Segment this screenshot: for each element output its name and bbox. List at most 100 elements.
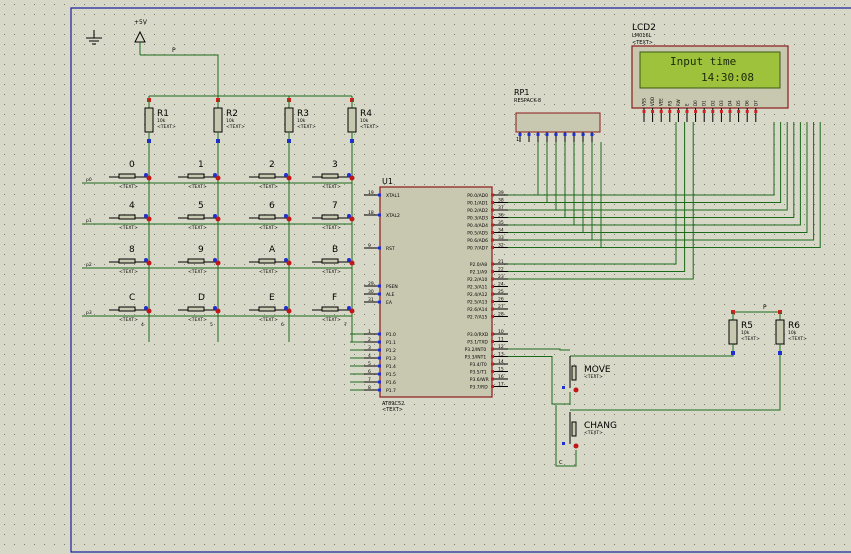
- keypad-key-0[interactable]: 0<TEXT>: [109, 160, 152, 190]
- button-chang[interactable]: CHANG<TEXT>: [562, 412, 617, 449]
- keypad-key-D[interactable]: D<TEXT>: [178, 293, 221, 323]
- mcu-u1[interactable]: U1 AT89C52 <TEXT> 19XTAL118XTAL29RST29PS…: [350, 177, 508, 413]
- lcd-pin-label: D2: [710, 100, 715, 106]
- u1-pin-P1.4[interactable]: 5P1.4: [350, 361, 396, 370]
- lcd-pin-D4[interactable]: D4: [728, 100, 733, 122]
- keypad-key-3[interactable]: 3<TEXT>: [312, 160, 355, 190]
- lcd-pin-VSS[interactable]: VSS: [642, 98, 647, 122]
- u1-pin-P1.6[interactable]: 7P1.6: [350, 377, 396, 386]
- lcd-pin-D5[interactable]: D5: [736, 100, 741, 122]
- lcd-display[interactable]: LCD2 LM016L <TEXT> Input time 14:30:08 V…: [631, 23, 789, 122]
- ground-terminal[interactable]: [86, 30, 102, 45]
- u1-pin-P1.5[interactable]: 6P1.5: [350, 369, 396, 378]
- keypad-key-2[interactable]: 2<TEXT>: [249, 160, 292, 190]
- keypad-key-6[interactable]: 6<TEXT>: [249, 201, 292, 231]
- u1-pin-number: 34: [498, 228, 504, 234]
- keypad-key-8[interactable]: 8<TEXT>: [109, 245, 152, 275]
- u1-pin-name: P1.3: [386, 356, 396, 362]
- keypad-key-C[interactable]: C<TEXT>: [109, 293, 152, 323]
- keypad-key-7[interactable]: 7<TEXT>: [312, 201, 355, 231]
- resistor-pack-rp1[interactable]: RP1 RESPACK-8 1: [514, 88, 601, 143]
- keypad-key-5[interactable]: 5<TEXT>: [178, 201, 221, 231]
- keypad-key-E[interactable]: E<TEXT>: [249, 293, 292, 323]
- lcd-pin-D6[interactable]: D6: [745, 100, 750, 122]
- button-move[interactable]: MOVE<TEXT>: [562, 356, 611, 393]
- lcd-pin-D1[interactable]: D1: [702, 100, 707, 122]
- u1-pin-P1.0[interactable]: 1P1.0: [350, 329, 396, 338]
- lcd-pin-D2[interactable]: D2: [710, 100, 715, 122]
- u1-pin-P1.3[interactable]: 4P1.3: [350, 353, 396, 362]
- u1-pin-number: 14: [498, 359, 504, 365]
- keypad-key-4[interactable]: 4<TEXT>: [109, 201, 152, 231]
- u1-pin-name: P0.2/AD2: [467, 208, 488, 214]
- vcc-terminal[interactable]: +5V: [134, 19, 148, 55]
- column-label: 5: [210, 322, 213, 328]
- net-label-c: C: [559, 460, 563, 466]
- resistor-r4-tag: <TEXT>: [360, 124, 379, 130]
- resistor-r2-ref: R2: [226, 109, 238, 119]
- u1-pin-P1.2[interactable]: 3P1.2: [350, 345, 396, 354]
- lcd-pin-VDD[interactable]: VDD: [650, 97, 655, 122]
- u1-pin-name: P0.0/AD0: [467, 193, 488, 199]
- lcd-pin-D3[interactable]: D3: [719, 100, 724, 122]
- keypad-key-tag: <TEXT>: [322, 225, 341, 231]
- lcd-pin-RW[interactable]: RW: [676, 99, 681, 122]
- lcd-pin-VEE[interactable]: VEE: [659, 98, 664, 122]
- u1-pin-name: P3.3/INT1: [465, 355, 487, 361]
- lcd-pin-D7[interactable]: D7: [753, 100, 758, 122]
- keypad-key-A[interactable]: A<TEXT>: [249, 245, 292, 275]
- u1-pin-number: 37: [498, 205, 504, 211]
- u1-pin-P1.7[interactable]: 8P1.7: [350, 385, 396, 394]
- keypad-key-1[interactable]: 1<TEXT>: [178, 160, 221, 190]
- keypad-key-F[interactable]: F<TEXT>: [312, 293, 355, 323]
- lcd-line-1: Input time: [670, 55, 736, 68]
- lcd-pin-E[interactable]: E: [685, 103, 690, 122]
- u1-pin-P1.1[interactable]: 2P1.1: [350, 337, 396, 346]
- keypad-key-B[interactable]: B<TEXT>: [312, 245, 355, 275]
- lcd-pin-RS[interactable]: RS: [667, 100, 672, 122]
- lcd-pin-label: VDD: [650, 97, 655, 106]
- u1-pin-number: 32: [498, 243, 504, 249]
- keypad-key-label: 0: [129, 160, 135, 170]
- keypad-key-9[interactable]: 9<TEXT>: [178, 245, 221, 275]
- lcd-pin-D0[interactable]: D0: [693, 100, 698, 122]
- resistor-r1-tag: <TEXT>: [157, 124, 176, 130]
